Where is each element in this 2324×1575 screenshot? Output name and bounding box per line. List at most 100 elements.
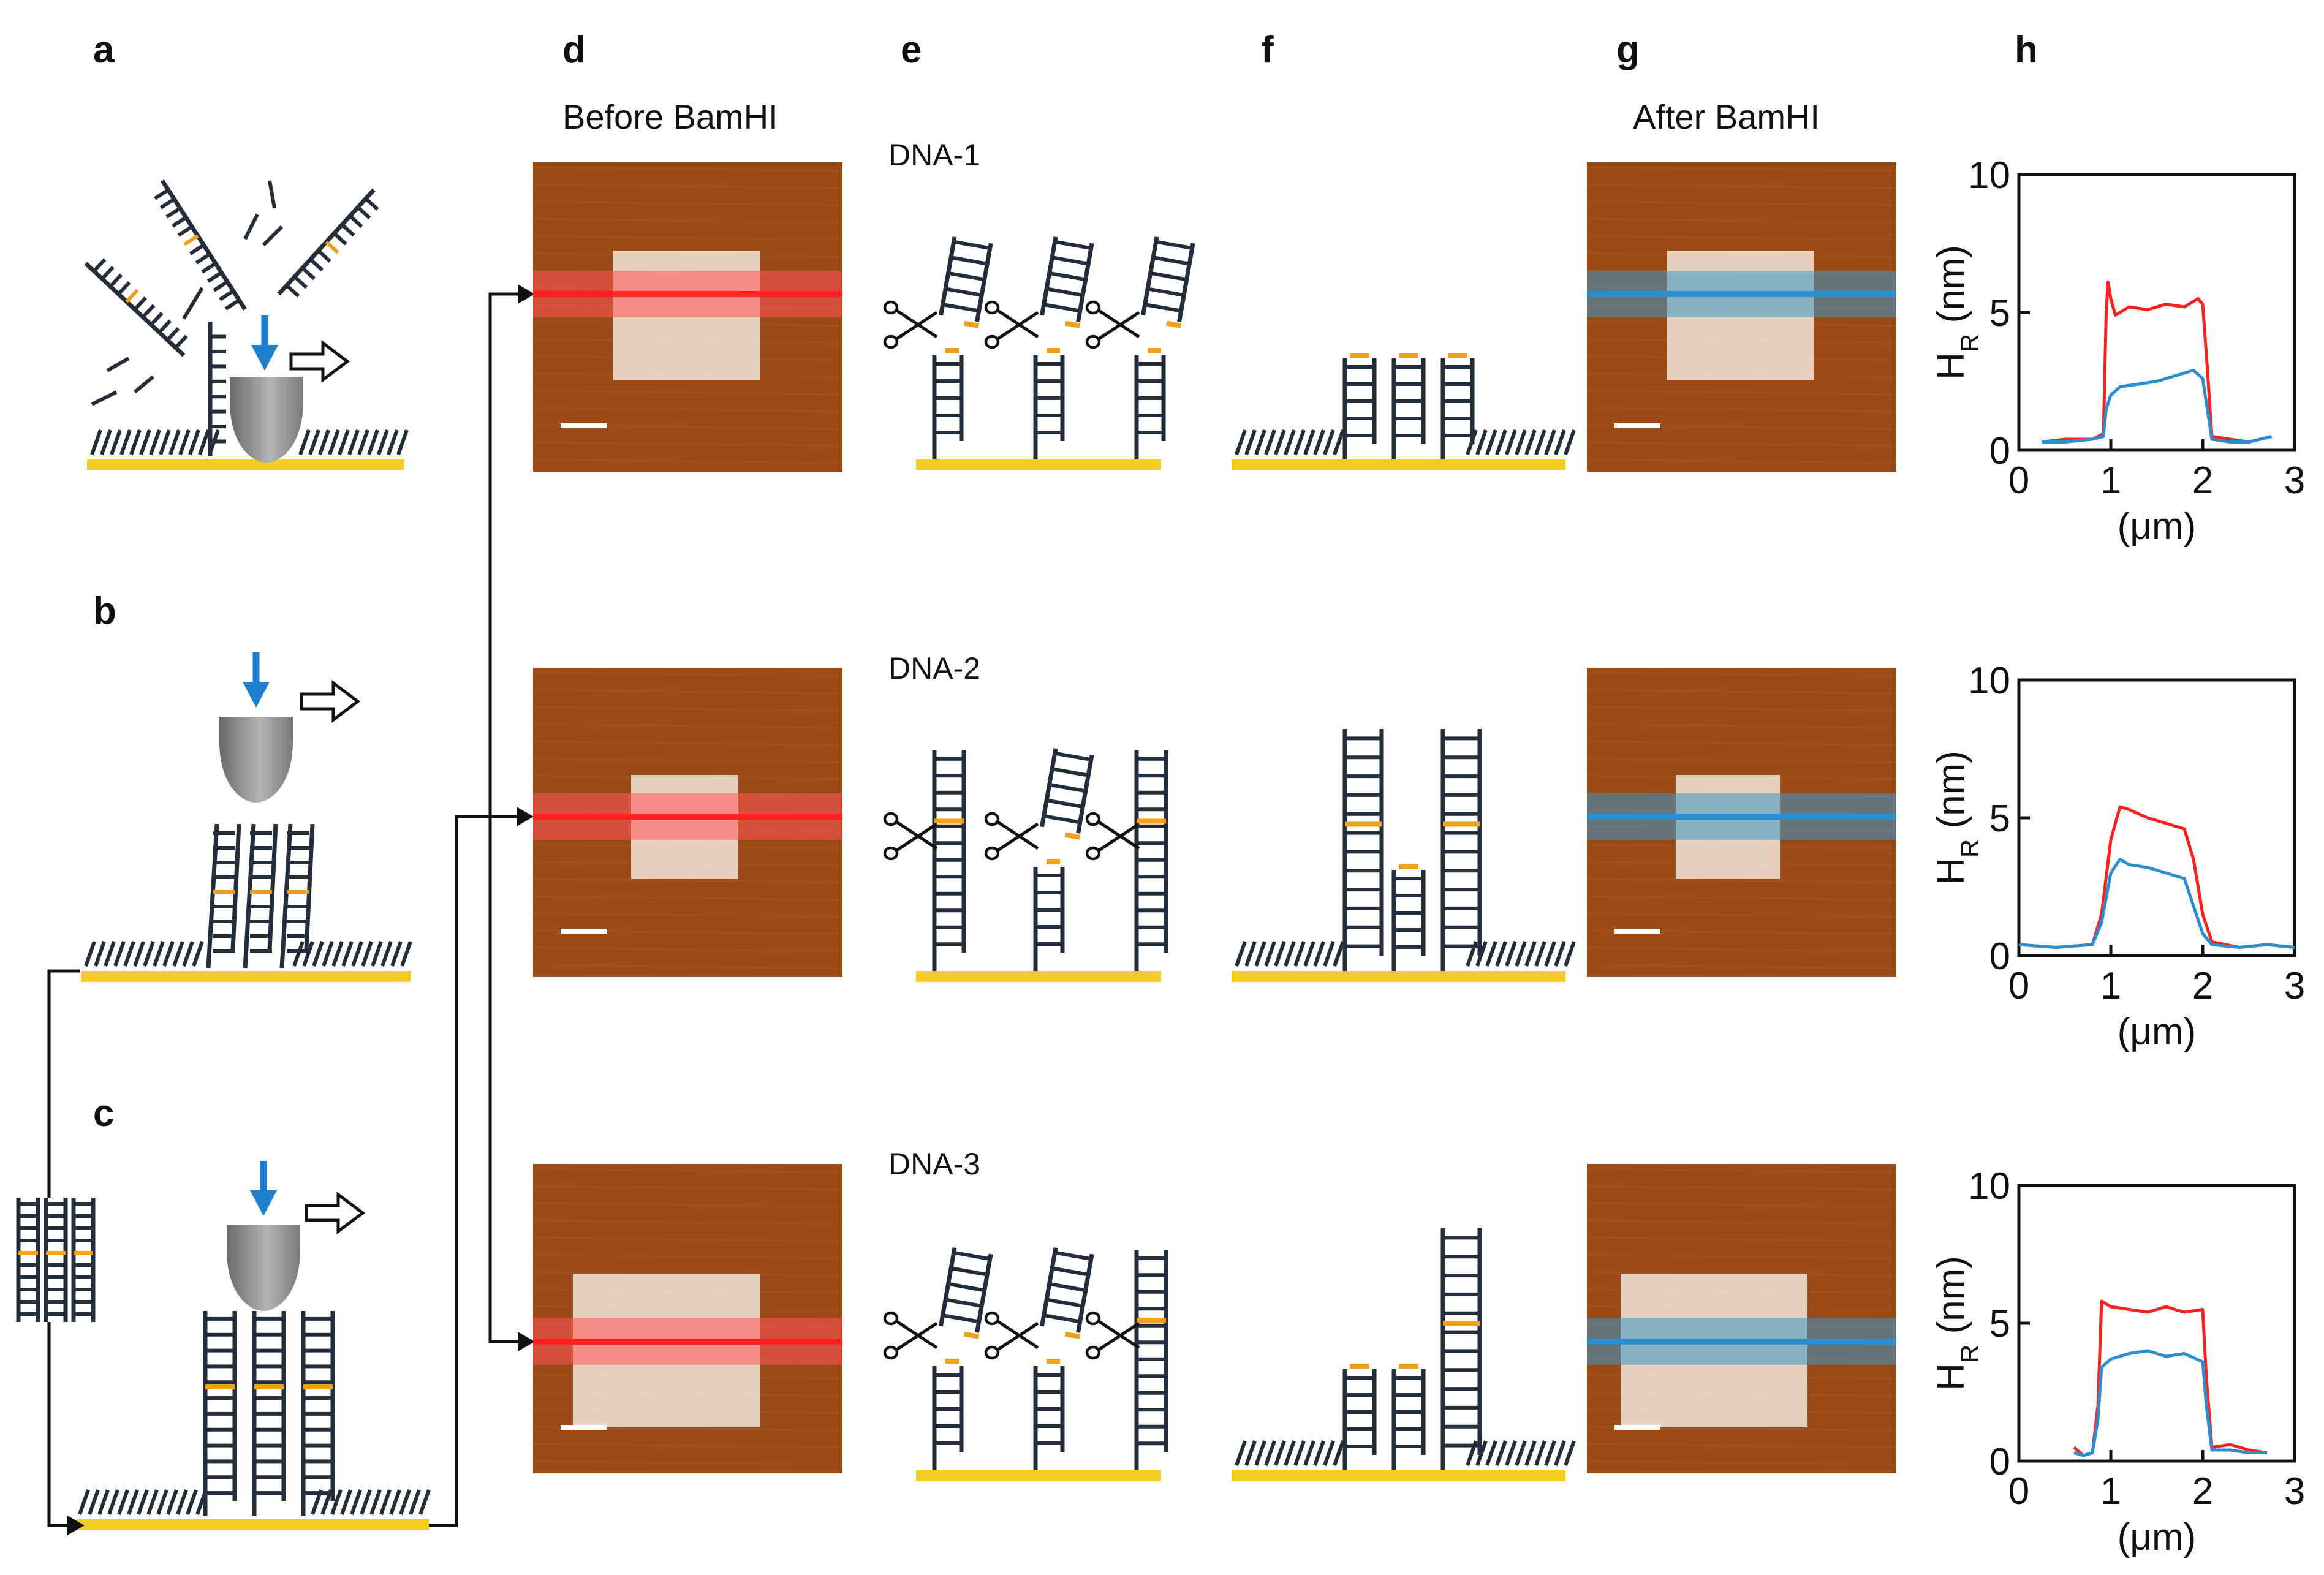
ssdna-fragment xyxy=(182,287,204,320)
dsdna-cut-stump xyxy=(932,355,964,459)
afm-scanline xyxy=(532,1460,843,1466)
dsdna-cut-stump xyxy=(932,1366,964,1470)
afm-scanline xyxy=(1586,1236,1897,1242)
x-tick-label: 1 xyxy=(2100,459,2121,502)
dsdna-cut-stump xyxy=(1033,355,1065,459)
y-tick-label: 0 xyxy=(1989,1441,2010,1483)
cleaved-fragment xyxy=(939,1247,993,1339)
dna-label-1: DNA-1 xyxy=(888,138,980,172)
motion-arrow-icon-c xyxy=(306,1195,363,1231)
resist-hatching-f-right xyxy=(1466,1440,1576,1466)
ssdna-strand-right xyxy=(277,188,379,298)
load-arrow-icon-c xyxy=(250,1161,277,1216)
afm-scanline xyxy=(1586,964,1897,970)
cleaved-fragment xyxy=(1040,748,1094,840)
dsdna-intact xyxy=(932,750,966,971)
load-arrow-icon-b xyxy=(243,652,270,708)
afm-scanline xyxy=(532,1219,843,1225)
series-line-before xyxy=(2018,805,2295,949)
free-dsdna xyxy=(71,1198,96,1322)
x-tick-label: 0 xyxy=(2008,459,2029,502)
y-tick-label: 5 xyxy=(1989,1303,2010,1345)
ssdna-fragment xyxy=(91,390,118,406)
afm-before-dna-1 xyxy=(532,162,843,472)
dna-label-2: DNA-2 xyxy=(888,651,980,686)
afm-scanline xyxy=(1586,217,1897,224)
afm-scanline xyxy=(1586,671,1897,678)
afm-scanline xyxy=(532,757,843,763)
resist-hatching-f-right xyxy=(1466,429,1576,455)
gold-substrate-e1 xyxy=(916,459,1161,470)
gold-substrate-f2 xyxy=(1232,971,1565,982)
afm-scanline xyxy=(532,740,843,746)
ssdna-fragment xyxy=(268,180,276,209)
hybridized-strand-b xyxy=(279,823,315,969)
series-line-before xyxy=(2042,281,2273,444)
afm-scanline xyxy=(1586,895,1897,901)
resist-hatching-a-right xyxy=(298,429,409,455)
plot-frame xyxy=(2017,678,2296,957)
afm-scanline xyxy=(1586,1219,1897,1225)
afm-scanline xyxy=(1586,706,1897,712)
y-tick-label: 5 xyxy=(1989,798,2010,840)
y-tick-label: 10 xyxy=(1968,1165,2010,1207)
y-tick-label: 0 xyxy=(1989,935,2010,978)
afm-after-dna-3 xyxy=(1586,1164,1897,1473)
x-axis-label: (μm) xyxy=(2118,1011,2197,1053)
cleaved-fragment xyxy=(1141,236,1195,328)
dsdna-intact xyxy=(1134,1250,1168,1470)
free-dsdna xyxy=(44,1198,68,1322)
afm-scanline xyxy=(1586,1168,1897,1174)
flow-arrows xyxy=(47,284,535,1535)
afm-tip-icon-b xyxy=(219,717,293,803)
dsdna-cut-stump xyxy=(1391,358,1426,459)
dsdna-ladder-c xyxy=(301,1311,335,1516)
load-arrow-icon-a xyxy=(251,315,278,371)
afm-after-dna-1 xyxy=(1586,162,1897,472)
ssdna-fragment xyxy=(243,213,259,240)
ssdna-fragment xyxy=(106,357,130,372)
afm-scanline xyxy=(1586,689,1897,695)
resist-hatching-a-left xyxy=(90,429,220,455)
resist-hatching-f-left xyxy=(1235,1440,1345,1466)
panel-letter-e: e xyxy=(901,29,922,71)
dsdna-ladder-c xyxy=(252,1311,286,1516)
series-line-after xyxy=(2073,1349,2267,1457)
scissors-icon xyxy=(986,302,1038,347)
hybridized-strand-b xyxy=(243,823,278,969)
ssdna-fragment xyxy=(262,225,284,247)
schematics-layer xyxy=(16,179,1576,1530)
x-tick-label: 3 xyxy=(2284,965,2305,1007)
afm-scanline xyxy=(532,1185,843,1191)
afm-scanline xyxy=(1586,200,1897,206)
afm-images xyxy=(532,162,1897,1473)
plot-frame xyxy=(2017,173,2296,452)
dsdna-cut-stump xyxy=(1033,1366,1065,1470)
gold-substrate-f1 xyxy=(1232,459,1565,470)
afm-scanline xyxy=(1586,1460,1897,1466)
dsdna-intact xyxy=(1342,729,1384,971)
afm-scanline xyxy=(532,689,843,695)
x-tick-label: 2 xyxy=(2192,965,2213,1007)
afm-scanline xyxy=(532,390,843,396)
dsdna-cut-stump xyxy=(1342,1369,1377,1470)
dsdna-cut-stump xyxy=(1391,870,1426,971)
resist-hatching-f-left xyxy=(1235,941,1345,967)
afm-scanline xyxy=(532,166,843,172)
afm-after-dna-2 xyxy=(1586,668,1897,977)
afm-scanline xyxy=(532,217,843,224)
gold-substrate-a xyxy=(87,459,404,470)
dsdna-ladder-c xyxy=(203,1311,237,1516)
afm-scanline xyxy=(1586,946,1897,953)
afm-scanline xyxy=(532,912,843,918)
motion-arrow-icon-a xyxy=(291,343,347,380)
y-tick-label: 0 xyxy=(1989,430,2010,472)
gold-substrate-e2 xyxy=(916,971,1161,982)
x-tick-label: 3 xyxy=(2284,1470,2305,1513)
y-tick-label: 10 xyxy=(1968,154,2010,197)
afm-scanline xyxy=(1586,723,1897,729)
ssdna-fragment xyxy=(134,375,154,394)
afm-scanline xyxy=(1586,441,1897,447)
